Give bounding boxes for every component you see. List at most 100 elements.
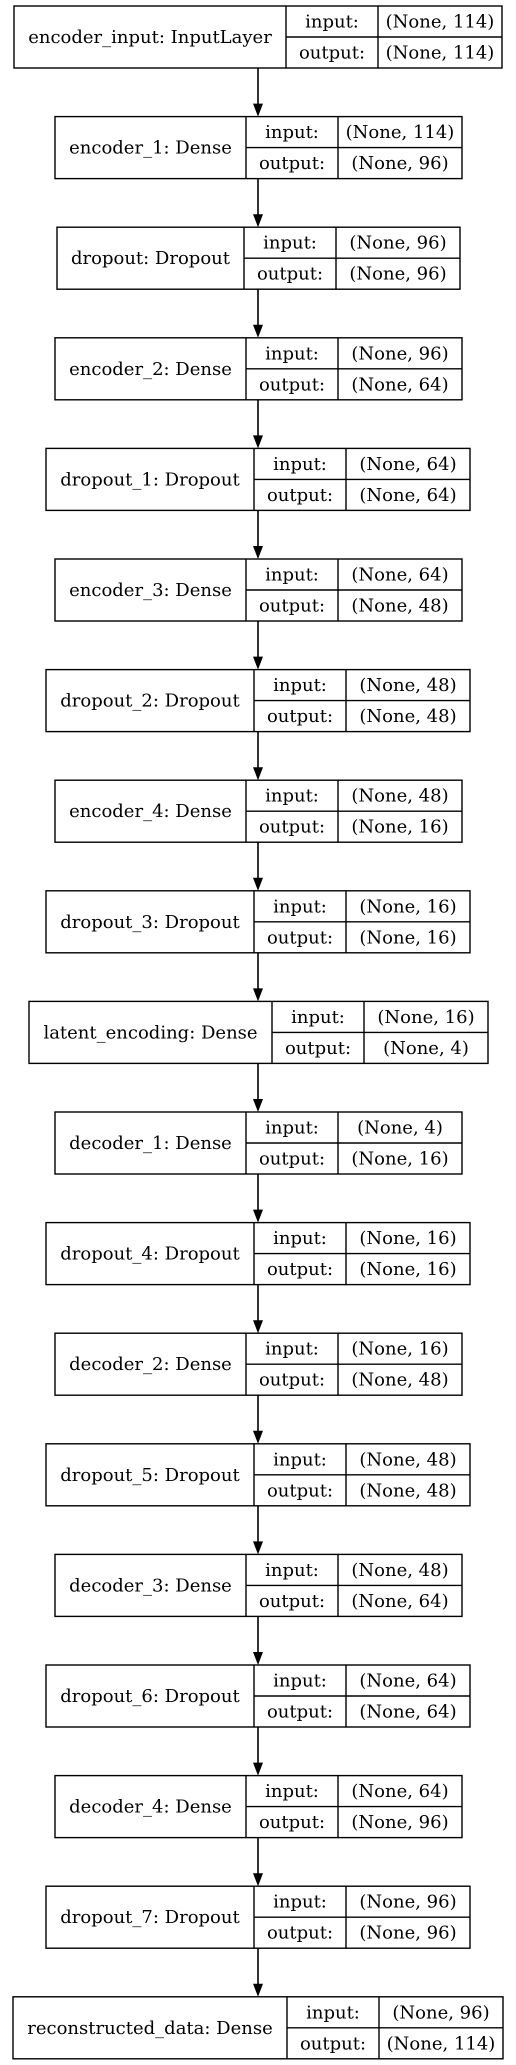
layer-name: dropout_4: Dropout (60, 1244, 240, 1265)
edge-arrow (253, 510, 263, 559)
output-shape: (None, 96) (351, 153, 448, 174)
input-shape: (None, 48) (359, 675, 456, 696)
input-label: input: (265, 786, 319, 807)
edge-arrow (253, 952, 263, 1002)
arrowhead-icon (253, 767, 263, 781)
layers-group: encoder_input: InputLayerinput:output:(N… (12, 5, 504, 2060)
input-shape: (None, 48) (351, 1560, 448, 1581)
output-shape: (None, 96) (359, 1923, 456, 1944)
input-label: input: (273, 675, 327, 696)
layer-node: reconstructed_data: Denseinput:output:(N… (12, 1996, 504, 2060)
input-shape: (None, 64) (351, 1781, 448, 1802)
input-label: input: (273, 1892, 327, 1913)
layer-name: decoder_1: Dense (69, 1133, 232, 1154)
layer-name: dropout: Dropout (71, 248, 231, 269)
input-label: input: (291, 1007, 345, 1028)
output-label: output: (257, 264, 323, 285)
edges-group (253, 68, 263, 1997)
output-shape: (None, 114) (387, 2033, 496, 2054)
edge-arrow (253, 178, 263, 228)
output-shape: (None, 48) (351, 1370, 448, 1391)
edge-arrow (253, 1616, 263, 1665)
layer-name: dropout_3: Dropout (60, 912, 240, 933)
output-shape: (None, 64) (359, 485, 456, 506)
arrowhead-icon (253, 1099, 263, 1112)
layer-name: encoder_2: Dense (69, 359, 232, 380)
arrowhead-icon (253, 435, 263, 449)
arrowhead-icon (253, 988, 263, 1002)
layer-name: dropout_6: Dropout (60, 1686, 240, 1707)
arrowhead-icon (253, 324, 263, 338)
output-label: output: (267, 485, 333, 506)
input-shape: (None, 96) (392, 2002, 489, 2023)
arrowhead-icon (253, 1983, 263, 1997)
arrowhead-icon (253, 1209, 263, 1223)
edge-arrow (253, 842, 263, 891)
layer-node: latent_encoding: Dense input: output: (None… (28, 1000, 489, 1065)
output-label: output: (259, 1591, 325, 1612)
output-label: output: (259, 1370, 325, 1391)
output-label: output: (259, 596, 325, 617)
arrowhead-icon (253, 1873, 263, 1887)
output-label: output: (267, 1480, 333, 1501)
edge-arrow (253, 731, 263, 781)
layer-name: latent_encoding: Dense (43, 1022, 257, 1043)
arrowhead-icon (253, 546, 263, 559)
output-shape: (None, 96) (349, 264, 446, 285)
layer-node: encoder_input: InputLayerinput:output:(N… (13, 5, 503, 69)
edge-arrow (253, 621, 263, 670)
output-shape: (None, 48) (359, 1480, 456, 1501)
output-shape: (None, 114) (386, 43, 495, 64)
edge-arrow (253, 1063, 263, 1112)
input-shape: (None, 16) (377, 1007, 474, 1028)
arrowhead-icon (253, 1430, 263, 1444)
output-shape: (None, 4) (383, 1038, 469, 1059)
output-label: output: (285, 1038, 351, 1059)
output-label: output: (267, 706, 333, 727)
output-shape: (None, 48) (351, 596, 448, 617)
input-shape: (None, 64) (359, 454, 456, 475)
input-label: input: (265, 1781, 319, 1802)
output-label: output: (267, 1702, 333, 1723)
layer-name: encoder_3: Dense (69, 580, 232, 601)
output-label: output: (259, 1149, 325, 1170)
edge-arrow (253, 1174, 263, 1223)
edge-arrow (253, 1284, 263, 1334)
arrowhead-icon (253, 103, 263, 117)
edge-arrow (253, 68, 263, 117)
output-label: output: (300, 2033, 366, 2054)
output-shape: (None, 48) (359, 706, 456, 727)
input-label: input: (273, 1228, 327, 1249)
input-shape: (None, 4) (357, 1118, 443, 1139)
output-shape: (None, 64) (351, 374, 448, 395)
arrowhead-icon (253, 656, 263, 670)
input-label: input: (265, 1339, 319, 1360)
input-label: input: (265, 1118, 319, 1139)
output-label: output: (259, 374, 325, 395)
arrowhead-icon (253, 1762, 263, 1776)
output-label: output: (267, 927, 333, 948)
arrowhead-icon (253, 1541, 263, 1555)
output-label: output: (259, 153, 325, 174)
output-label: output: (259, 817, 325, 838)
layer-name: dropout_7: Dropout (60, 1907, 240, 1928)
input-shape: (None, 96) (359, 1892, 456, 1913)
output-shape: (None, 16) (359, 927, 456, 948)
input-label: input: (305, 12, 359, 33)
input-shape: (None, 48) (351, 786, 448, 807)
edge-arrow (253, 1727, 263, 1776)
arrowhead-icon (253, 1320, 263, 1334)
arrowhead-icon (253, 214, 263, 228)
input-shape: (None, 114) (386, 12, 495, 33)
